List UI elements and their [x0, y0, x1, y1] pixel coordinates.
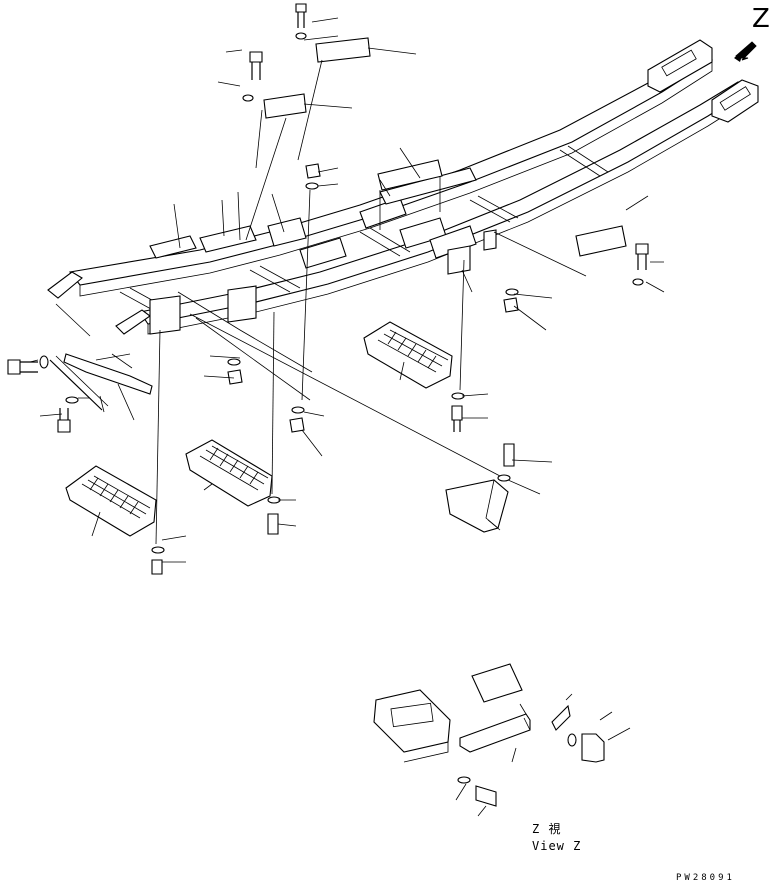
step-right — [363, 321, 453, 389]
main-frame — [47, 39, 759, 335]
step-center — [185, 439, 273, 507]
view-direction-arrow — [734, 41, 757, 62]
corner-cover — [445, 479, 509, 533]
detail-view-subtitle: View Z — [532, 839, 582, 853]
drawing-code: PW28091 — [676, 873, 735, 883]
detail-view-z — [373, 663, 631, 817]
view-marker-letter: Z — [752, 4, 770, 34]
leader-lines — [29, 17, 665, 563]
top-cover-plates — [263, 37, 627, 257]
bolts — [7, 3, 649, 575]
bracket-plate — [49, 353, 153, 411]
detail-view-title: Z 視 — [532, 822, 562, 836]
step-left — [65, 465, 157, 537]
